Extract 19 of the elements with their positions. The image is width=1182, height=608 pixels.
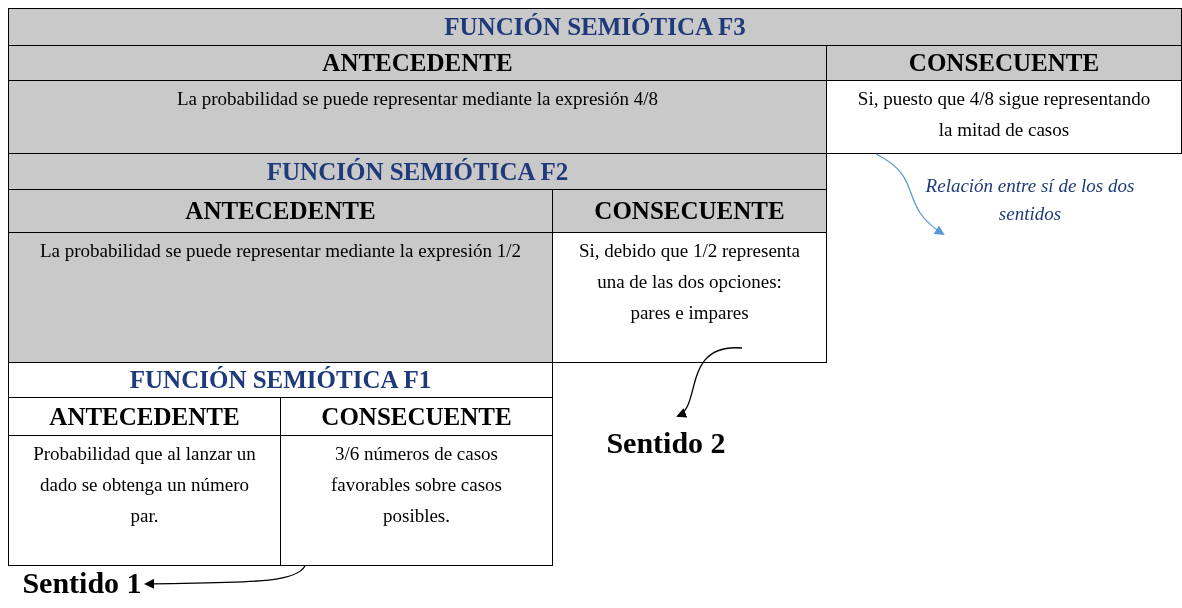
table-cell: Si, debido que 1/2 representa una de las dos opciones: pares e impares: [552, 232, 827, 363]
table-heading: FUNCIÓN SEMIÓTICA F2: [8, 153, 827, 190]
annotation-text: Relación entre sí de los dos sentidos: [925, 172, 1135, 228]
curved-arrow: [144, 565, 306, 589]
curved-arrow: [875, 153, 945, 236]
table-cell: La probabilidad se puede representar mediante la expresión 1/2: [8, 232, 553, 363]
table-heading: FUNCIÓN SEMIÓTICA F1: [8, 362, 553, 398]
curved-arrow: [676, 347, 743, 418]
table-cell: Si, puesto que 4/8 sigue representando la mitad de casos: [826, 80, 1182, 154]
column-heading: CONSECUENTE: [826, 45, 1182, 81]
table-cell: Probabilidad que al lanzar un dado se obtenga un número par.: [8, 435, 281, 566]
table-cell: 3/6 números de casos favorables sobre casos posibles.: [280, 435, 553, 566]
table-heading: FUNCIÓN SEMIÓTICA F3: [8, 8, 1182, 46]
column-heading: ANTECEDENTE: [8, 45, 827, 81]
direction-text: Sentido 1: [22, 566, 142, 600]
column-heading: CONSECUENTE: [552, 189, 827, 233]
direction-text: Sentido 2: [590, 426, 742, 460]
table-cell: La probabilidad se puede representar mediante la expresión 4/8: [8, 80, 827, 154]
column-heading: ANTECEDENTE: [8, 189, 553, 233]
